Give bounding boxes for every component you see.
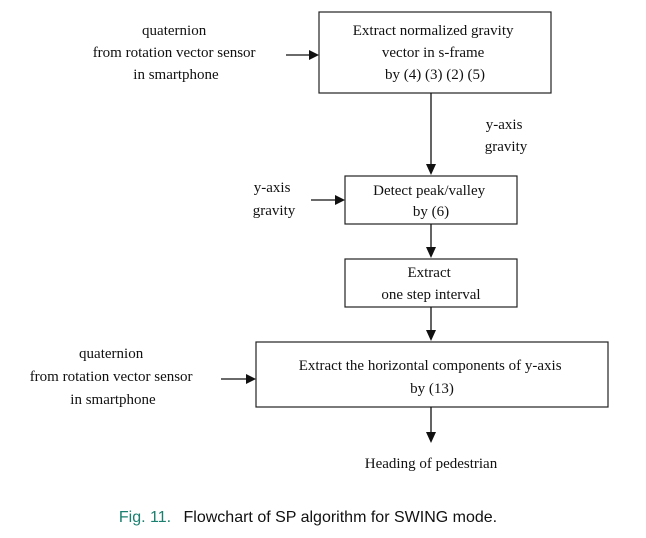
arrow-gravity-left [311,195,345,205]
quaternion-bottom-line-2: from rotation vector sensor [30,369,193,385]
horizontal-line-2: by (13) [410,381,454,397]
arrow-gravity-to-peak [426,93,436,175]
horizontal-line-1: Extract the horizontal components of y-a… [299,358,562,374]
quaternion-bottom-line-1: quaternion [79,346,144,362]
caption-label: Fig. 11. [119,509,171,526]
output-heading-of-pedestrian: Heading of pedestrian [365,456,498,472]
svg-text:Extract one step interva: Extract one step interval [381,265,480,303]
arrow-to-output [426,407,436,443]
svg-text:quaternion from rotation: quaternion from rotation vector sensor i… [30,346,197,408]
arrow-quaternion-top [286,50,319,60]
detect-peak-box: Detect peak/valley by (6) [344,175,518,225]
caption-text: Flowchart of SP algorithm for SWING mode… [184,509,498,526]
quaternion-top-line-3: in smartphone [133,67,219,83]
detect-peak-line-2: by (6) [413,204,449,220]
step-interval-line-1: Extract [407,265,451,281]
extract-gravity-line-1: Extract normalized gravity [353,23,514,39]
arrow-quaternion-bottom [221,374,256,384]
step-interval-box: Extract one step interval [344,258,518,308]
extract-gravity-line-2: vector in s-frame [382,45,485,61]
figure-caption: Fig. 11. Flowchart of SP algorithm for S… [119,509,497,526]
quaternion-input-bottom: quaternion from rotation vector sensor i… [30,346,197,408]
arrow-peak-to-step [426,224,436,258]
gravity-left-line-1: y-axis [254,180,291,196]
edge-label-y-axis-gravity: y-axis gravity [485,117,528,155]
detect-peak-line-1: Detect peak/valley [373,183,486,199]
arrow-step-to-horizontal [426,307,436,341]
extract-gravity-box: Extract normalized gravity vector in s-f… [318,11,552,94]
quaternion-bottom-line-3: in smartphone [70,392,156,408]
extract-gravity-line-3: by (4) (3) (2) (5) [385,67,485,83]
gravity-input-left: y-axis gravity [253,180,296,219]
svg-text:quaternion from rotation: quaternion from rotation vector sensor i… [93,23,260,83]
svg-text:Detect peak/valley by (6: Detect peak/valley by (6) [373,183,489,220]
edge-label-line-2: gravity [485,139,528,155]
svg-text:y-axis gravity: y-axis gravity [485,117,528,155]
quaternion-top-line-2: from rotation vector sensor [93,45,256,61]
svg-text:Extract normalized gravity: Extract normalized gravity vector in s-f… [353,23,518,83]
edge-label-line-1: y-axis [486,117,523,133]
horizontal-components-box: Extract the horizontal components of y-a… [255,341,609,408]
quaternion-top-line-1: quaternion [142,23,207,39]
quaternion-input-top: quaternion from rotation vector sensor i… [93,23,260,83]
svg-text:Extract the horizontal compone: Extract the horizontal components of y-a… [299,358,566,397]
gravity-left-line-2: gravity [253,203,296,219]
step-interval-line-2: one step interval [381,287,480,303]
svg-text:y-axis gravity: y-axis gravity [253,180,296,219]
